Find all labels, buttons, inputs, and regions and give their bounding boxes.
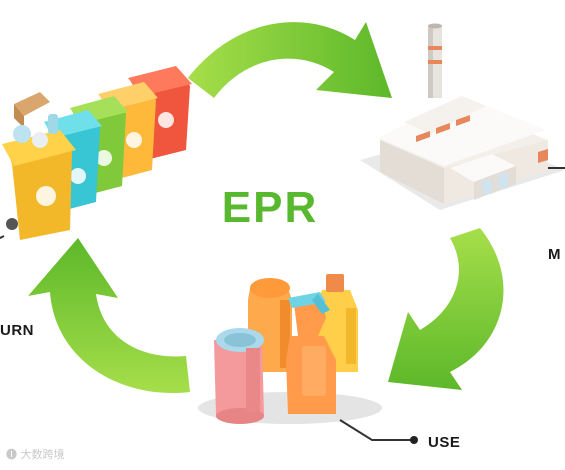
center-title: EPR <box>221 183 319 232</box>
label-use: USE <box>428 434 461 451</box>
cycle-arrow-right <box>388 228 504 390</box>
consumer-products-icon <box>198 274 418 444</box>
factory-icon <box>360 23 565 210</box>
label-manufacture: M <box>548 246 561 263</box>
cycle-arrow-left <box>28 238 190 394</box>
label-return: URN <box>0 322 34 339</box>
watermark-text: 🅘 大数跨境 <box>6 448 65 461</box>
recycling-bins-icon <box>0 66 192 240</box>
cycle-arrow-top <box>188 22 392 98</box>
